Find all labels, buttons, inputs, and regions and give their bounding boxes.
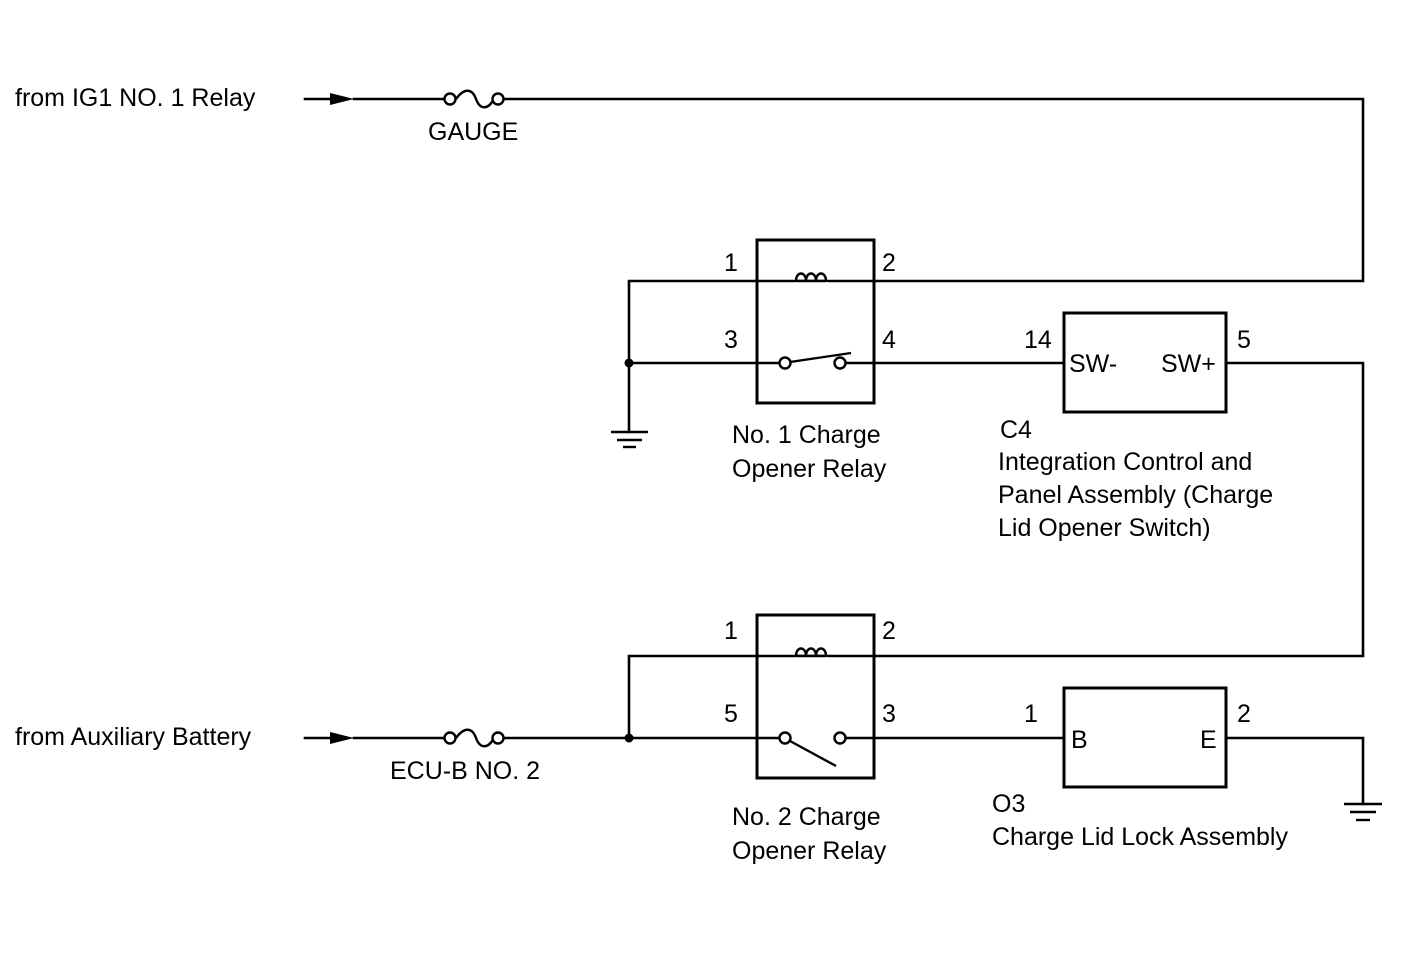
lock-o3-e-label: E: [1200, 726, 1217, 754]
ground-icon: [1344, 802, 1382, 822]
relay1-coil-ground-wire: [627, 279, 759, 434]
gauge-to-relay1-wire: [502, 97, 1365, 283]
relay2-contact: [778, 731, 792, 745]
gauge-fuse-label: GAUGE: [428, 118, 518, 146]
switch-c4-name-line1: Integration Control and: [998, 448, 1252, 476]
relay2: 1 2 5 3 No. 2 Charge Opener Relay: [724, 613, 896, 865]
switch-to-relay2-wire: [872, 361, 1365, 658]
coil-mask: [795, 282, 828, 288]
lock-o3-pin-2: 2: [1237, 700, 1251, 728]
relay2-name-line1: No. 2 Charge: [732, 803, 881, 831]
gauge-fuse: GAUGE: [352, 89, 518, 146]
switch-c4-sw-plus: SW+: [1161, 350, 1216, 378]
switch-c4-name-line2: Panel Assembly (Charge: [998, 481, 1273, 509]
switch-c4-pin-14: 14: [1024, 326, 1052, 354]
relay1-name-line2: Opener Relay: [732, 455, 887, 483]
ig1-source-label: from IG1 NO. 1 Relay: [15, 84, 256, 112]
switch-c4-code: C4: [1000, 416, 1032, 444]
switch-c4-name-line3: Lid Opener Switch): [998, 514, 1211, 542]
relay1-pin-2: 2: [882, 249, 896, 277]
fuse-terminal: [443, 92, 457, 106]
junction-dot: [624, 733, 634, 743]
relay1-coil-icon: [794, 272, 828, 282]
lock-o3-box: [1062, 686, 1228, 789]
relay2-contact: [833, 731, 847, 745]
switch-c4-pin-5: 5: [1237, 326, 1251, 354]
ground-icon: [611, 430, 648, 449]
relay1-contact: [778, 356, 792, 370]
lock-o3-pin-1: 1: [1024, 700, 1038, 728]
relay2-pin-5: 5: [724, 700, 738, 728]
relay2-coil-icon: [794, 647, 828, 657]
relay1-box: [755, 238, 876, 405]
charge-lid-opener-switch: 14 5 SW- SW+ C4 Integration Control and …: [998, 311, 1273, 542]
aux-battery-label: from Auxiliary Battery: [15, 723, 252, 751]
relay2-box: [755, 613, 876, 780]
relay1: 1 2 3 4 No. 1 Charge Opener Relay: [724, 238, 896, 483]
lock-o3-name: Charge Lid Lock Assembly: [992, 823, 1288, 851]
fuse-terminal: [491, 92, 505, 106]
coil-mask: [795, 657, 828, 663]
relay2-pin-1: 1: [724, 617, 738, 645]
lock-o3-code: O3: [992, 790, 1025, 818]
fuse-icon: [455, 728, 496, 748]
aux-battery-source: from Auxiliary Battery: [15, 723, 354, 751]
switch-c4-sw-minus: SW-: [1069, 350, 1117, 378]
ig1-source: from IG1 NO. 1 Relay: [15, 84, 354, 112]
ecu-b-fuse-label: ECU-B NO. 2: [390, 757, 540, 785]
relay1-name-line1: No. 1 Charge: [732, 421, 881, 449]
fuse-terminal: [491, 731, 505, 745]
charge-lid-lock-assembly: 1 2 B E O3 Charge Lid Lock Assembly: [992, 686, 1288, 851]
lock-ground-wire: [1224, 736, 1365, 806]
relay2-pin-3: 3: [882, 700, 896, 728]
relay2-switch-blade: [789, 739, 837, 768]
fuse-icon: [455, 89, 496, 109]
lock-o3-b-label: B: [1071, 726, 1088, 754]
relay1-pin-1: 1: [724, 249, 738, 277]
ig1-arrow-icon: [330, 93, 354, 105]
relay1-pin-3: 3: [724, 326, 738, 354]
relay2-name-line2: Opener Relay: [732, 837, 887, 865]
aux-arrow-icon: [330, 732, 354, 744]
junction-dot: [624, 358, 634, 368]
relay1-pin-4: 4: [882, 326, 896, 354]
fuse-terminal: [443, 731, 457, 745]
relay1-contact: [833, 356, 847, 370]
relay1-switch-blade: [789, 351, 852, 364]
ecu-b-fuse: ECU-B NO. 2: [352, 728, 540, 785]
relay2-pin-2: 2: [882, 617, 896, 645]
relay2-coil-feed-wire: [627, 654, 759, 740]
